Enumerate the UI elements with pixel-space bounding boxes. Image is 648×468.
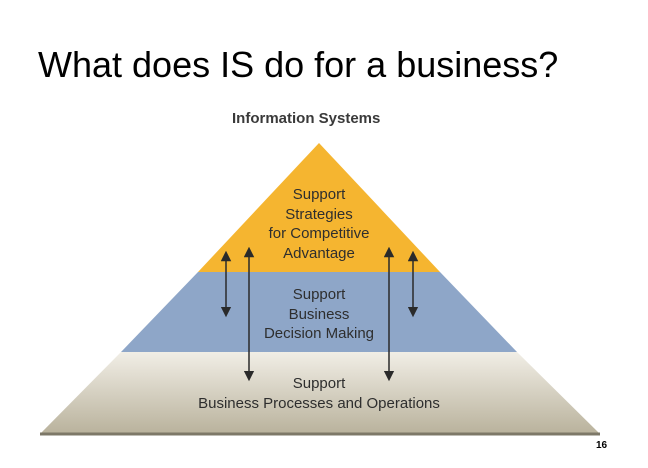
slide-title: What does IS do for a business? (38, 44, 559, 85)
tier-label-decision: Support Business Decision Making (263, 286, 375, 342)
tier-label-operations: Support Business Processes and Operation… (198, 375, 440, 412)
tier-top-strategy (198, 143, 440, 272)
tier-bottom-operations (40, 352, 600, 434)
diagram-header: Information Systems (232, 110, 381, 127)
page-number: 16 (596, 440, 608, 451)
tier-label-strategy: Support Strategies for Competitive Advan… (268, 186, 370, 262)
